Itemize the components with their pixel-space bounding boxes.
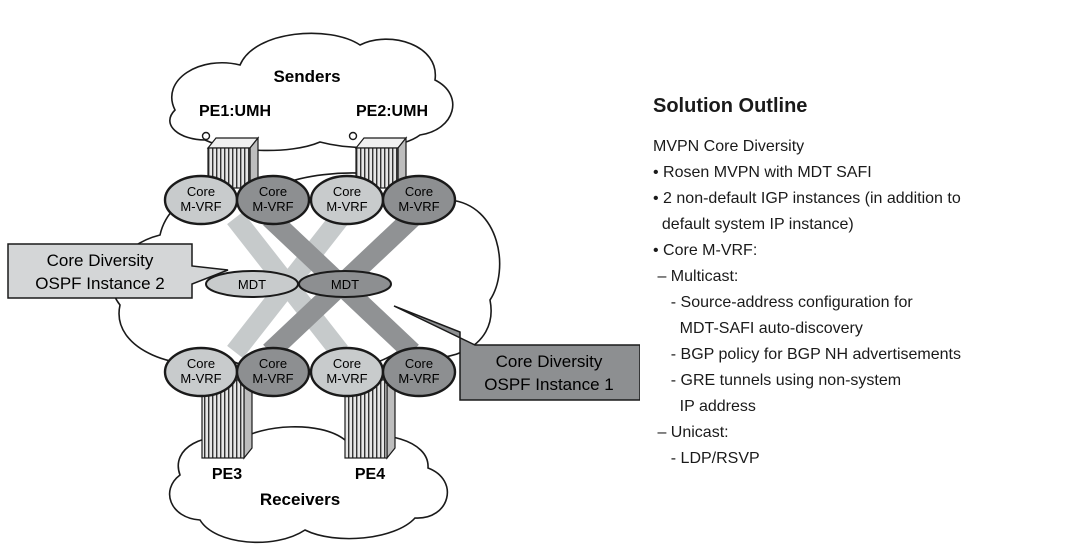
list-item: • 2 non-default IGP instances (in additi… [653, 190, 961, 207]
callout-ospf-instance-2: Core Diversity OSPF Instance 2 [7, 243, 229, 299]
mdt-node-2: MDT [298, 270, 392, 298]
mvrf-label-line2: M-VRF [398, 199, 439, 214]
network-diagram: MDT MDT Core M-VRF Core M-VRF [7, 32, 640, 544]
mvrf-label-line1: Core [187, 356, 215, 371]
core-mvrf-top-3: Core M-VRF [309, 174, 385, 226]
senders-label: Senders [273, 67, 340, 86]
list-item: - GRE tunnels using non-system [653, 372, 902, 389]
core-mvrf-top-2: Core M-VRF [235, 174, 311, 226]
list-item: – Unicast: [653, 424, 729, 441]
mvrf-label-line1: Core [405, 356, 433, 371]
mvrf-label-line2: M-VRF [326, 199, 367, 214]
mvrf-label-line2: M-VRF [326, 371, 367, 386]
outline-list: • Rosen MVPN with MDT SAFI • 2 non-defau… [653, 160, 1063, 472]
core-mvrf-bottom-1: Core M-VRF [163, 346, 239, 398]
pe3-label: PE3 [212, 466, 242, 483]
list-item: • Core M-VRF: [653, 242, 758, 259]
pe2-umh-marker [348, 131, 358, 141]
pe1-label: PE1:UMH [199, 103, 271, 120]
mvrf-label-line2: M-VRF [252, 371, 293, 386]
mvrf-label-line2: M-VRF [252, 199, 293, 214]
mvrf-label-line1: Core [259, 184, 287, 199]
core-mvrf-bottom-2: Core M-VRF [235, 346, 311, 398]
core-mvrf-bottom-3: Core M-VRF [309, 346, 385, 398]
mvrf-label-line2: M-VRF [398, 371, 439, 386]
callout-instance2-line2: OSPF Instance 2 [35, 274, 164, 293]
receivers-label: Receivers [260, 490, 340, 509]
list-item: IP address [653, 398, 756, 415]
callout-ospf-instance-1: Core Diversity OSPF Instance 1 [393, 305, 640, 401]
mvrf-label-line2: M-VRF [180, 371, 221, 386]
core-mvrf-bottom-4: Core M-VRF [381, 346, 457, 398]
pe2-label: PE2:UMH [356, 103, 428, 120]
list-item: MDT-SAFI auto-discovery [653, 320, 863, 337]
mvrf-label-line1: Core [333, 356, 361, 371]
pe4-label: PE4 [355, 466, 385, 483]
list-item: - LDP/RSVP [653, 450, 760, 467]
core-mvrf-top-4: Core M-VRF [381, 174, 457, 226]
mvrf-label-line2: M-VRF [180, 199, 221, 214]
solution-outline-panel: Solution Outline MVPN Core Diversity • R… [653, 94, 1063, 472]
pe1-umh-marker [201, 131, 211, 141]
core-mvrf-top-1: Core M-VRF [163, 174, 239, 226]
mdt-label: MDT [331, 277, 359, 292]
callout-instance2-line1: Core Diversity [47, 251, 154, 270]
mvrf-label-line1: Core [259, 356, 287, 371]
mvrf-label-line1: Core [405, 184, 433, 199]
outline-title: Solution Outline [653, 95, 808, 117]
list-item: – Multicast: [653, 268, 739, 285]
mvrf-label-line1: Core [187, 184, 215, 199]
mdt-label: MDT [238, 277, 266, 292]
list-item: - Source-address configuration for [653, 294, 913, 311]
senders-cloud [169, 32, 454, 152]
router-pe2 [354, 136, 408, 190]
callout-instance1-line1: Core Diversity [496, 352, 603, 371]
callout-instance1-line2: OSPF Instance 1 [484, 375, 613, 394]
outline-subtitle: MVPN Core Diversity [653, 138, 805, 155]
list-item: - BGP policy for BGP NH advertisements [653, 346, 961, 363]
mvrf-label-line1: Core [333, 184, 361, 199]
list-item: default system IP instance) [653, 216, 854, 233]
list-item: • Rosen MVPN with MDT SAFI [653, 164, 872, 181]
mdt-node-1: MDT [205, 270, 299, 298]
